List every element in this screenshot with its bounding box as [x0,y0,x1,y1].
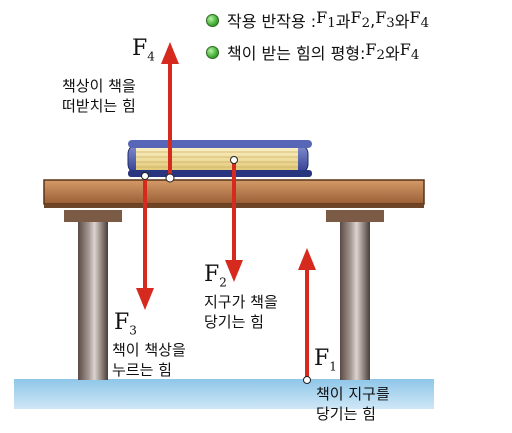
desc-f4: 책상이 책을 떠받치는 힘 [62,77,136,115]
legend-f4: F4 [399,40,420,64]
arrow-f3 [136,176,154,310]
bullet-icon [206,45,219,59]
book-center-point [230,156,238,164]
legend-connector: 와 [394,12,410,31]
desc-f3: 책이 책상을 누르는 힘 [112,341,186,379]
arrow-f1 [298,248,316,380]
label-f4: F4 [132,36,155,64]
book [127,140,312,177]
desc-f2: 지구가 책을 당기는 힘 [204,293,278,331]
label-f2: F2 [204,262,227,290]
contact-point-book-table [165,173,175,183]
legend-separator: , [370,10,376,30]
arrow-f2 [225,160,243,282]
legend-f4: F4 [409,8,430,32]
legend-action-reaction-label: 작용 반작용 : [227,12,317,31]
earth-point [303,376,311,384]
arrow-f4 [161,42,179,180]
legend-f3: F3 [375,8,395,32]
legend-f2: F2 [350,8,371,32]
desc-f1: 책이 지구를 당기는 힘 [316,385,390,423]
legend-connector: 과 [335,12,351,31]
label-f3: F3 [114,310,137,338]
bullet-icon [206,13,219,27]
legend-connector: 와 [385,44,400,63]
legend-f2: F2 [365,40,386,64]
legend-f1: F1 [316,8,336,32]
label-f1: F1 [314,346,337,374]
contact-point-table [141,172,149,180]
table-leg-left [64,210,122,380]
table-leg-right [326,210,384,380]
legend-equilibrium-label: 책이 받는 힘의 평형: [227,44,366,63]
ground [14,379,434,409]
